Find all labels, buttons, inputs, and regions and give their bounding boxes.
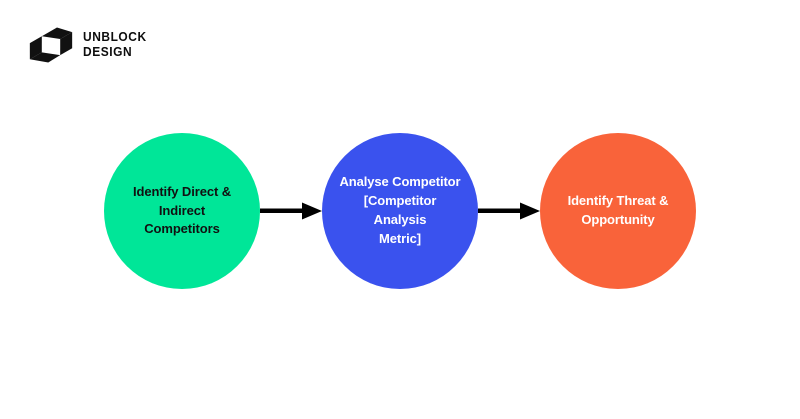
flow-node-label: Identify Threat & Opportunity <box>567 193 669 227</box>
flow-arrow-1 <box>260 198 322 224</box>
logo-wordmark: UNBLOCK DESIGN <box>83 30 152 59</box>
logo-wordmark-line-2: DESIGN <box>83 44 133 59</box>
flow-arrow-2 <box>478 198 540 224</box>
flow-node-identify-competitors[interactable]: Identify Direct & Indirect Competitors <box>104 133 260 289</box>
flow-node-label: Identify Direct & Indirect Competitors <box>133 183 231 237</box>
flow-node-identify-threat-opportunity[interactable]: Identify Threat & Opportunity <box>540 133 696 289</box>
flow-node-analyse-competitor[interactable]: Analyse Competitor [Competitor Analysis … <box>322 133 478 289</box>
flow-node-label: Analyse Competitor [Competitor Analysis … <box>339 174 461 246</box>
brand-logo: UNBLOCK DESIGN <box>28 22 152 68</box>
isometric-open-box-icon <box>28 22 74 68</box>
logo-wordmark-line-1: UNBLOCK <box>83 29 147 45</box>
process-flow-diagram: Identify Direct & Indirect Competitors A… <box>0 132 800 290</box>
